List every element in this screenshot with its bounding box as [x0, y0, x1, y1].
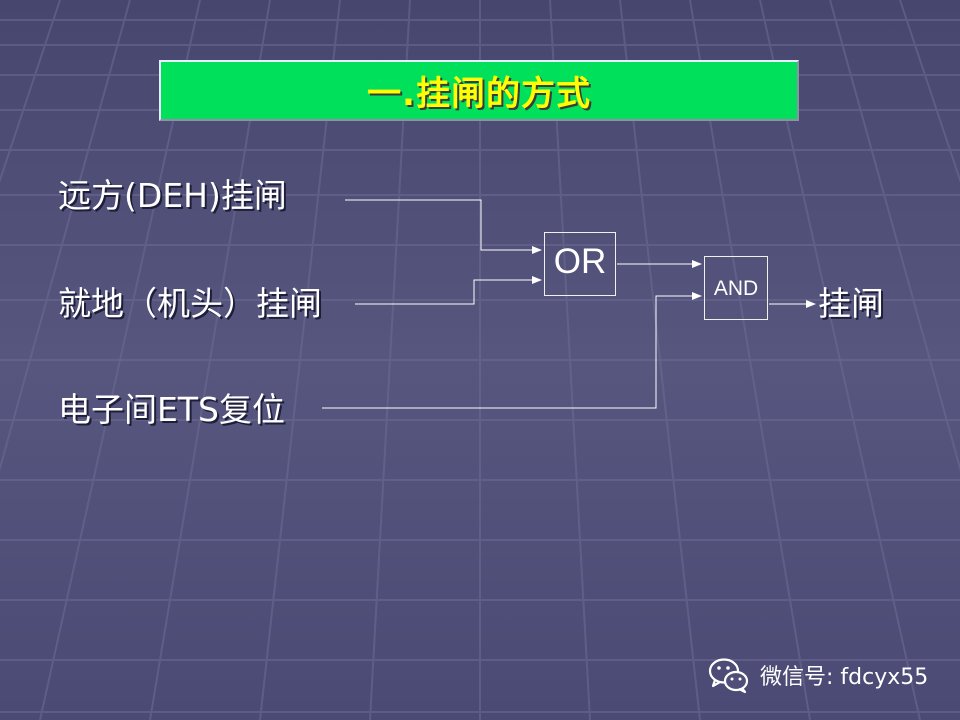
slide-title: 一.挂闸的方式	[367, 74, 591, 114]
or-gate: OR	[544, 232, 616, 296]
wire-ets-to-and	[322, 292, 702, 409]
title-banner: 一.挂闸的方式	[159, 60, 799, 121]
input-label-local-trip: 就地（机头）挂闸	[58, 284, 322, 323]
and-gate: AND	[704, 256, 768, 320]
watermark: 微信号: fdcyx55	[708, 655, 928, 695]
or-gate-label: OR	[553, 242, 607, 281]
wire-local-to-or	[355, 276, 542, 305]
watermark-text: 微信号: fdcyx55	[760, 665, 929, 690]
input-label-remote-trip: 远方(DEH)挂闸	[58, 176, 287, 215]
output-label-trip: 挂闸	[818, 284, 884, 323]
input-label-ets-reset: 电子间ETS复位	[58, 390, 285, 429]
wechat-icon	[708, 658, 749, 694]
wire-remote-to-or	[345, 199, 542, 254]
and-gate-label: AND	[713, 277, 759, 300]
